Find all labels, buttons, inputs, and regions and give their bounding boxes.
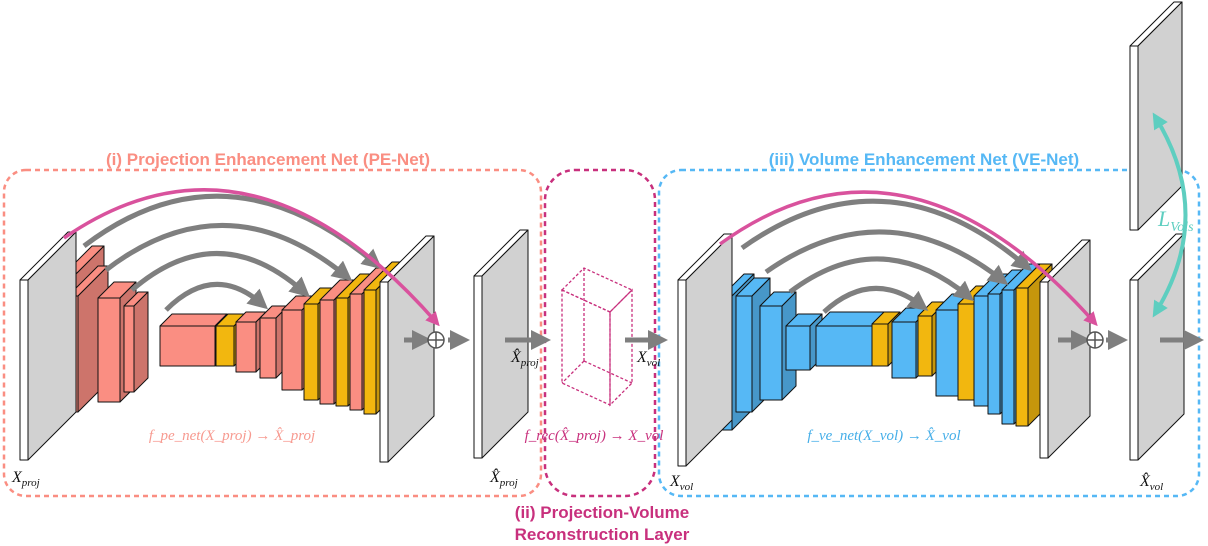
- recon-formula: f_rec(X̂_proj) → X_vol: [525, 428, 664, 444]
- xhat-proj-slab: [473, 229, 529, 459]
- ve-net-layer-8-front: [891, 321, 917, 379]
- pe-net-layers: [41, 245, 405, 415]
- ve-skip-1: [740, 198, 1033, 272]
- ve-long-skip: [718, 190, 1098, 327]
- ve-net-layer-12-front: [973, 295, 989, 407]
- ve-net-layer-11-front: [957, 303, 975, 401]
- ve-net-layer-13-front: [987, 293, 1001, 415]
- pe-output-slab: [379, 235, 435, 463]
- pe-skip-3: [130, 251, 310, 298]
- ve-add-icon: [1086, 331, 1104, 349]
- ve-skip-4: [822, 285, 929, 314]
- ve-output-slab-side: [1047, 239, 1091, 459]
- x-proj-slab: [19, 231, 77, 461]
- x-vol-slab-front: [677, 279, 687, 467]
- recon-layer-title-1: (ii) Projection-Volume: [515, 503, 689, 522]
- gt-volume-slab-front: [1129, 45, 1139, 231]
- reconstruction-volume-icon: [560, 267, 634, 407]
- pe-net-layer-14-front: [363, 289, 377, 415]
- pe-net-title: (i) Projection Enhancement Net (PE-Net): [106, 150, 430, 169]
- x-vol-slab: [677, 233, 733, 467]
- x-vol-label: Xvol: [669, 473, 693, 493]
- pe-net-layer-13-front: [349, 293, 363, 411]
- ve-net-layer-10-front: [935, 309, 959, 397]
- pe-net-layer-7-front: [235, 321, 257, 373]
- ve-output-slab: [1039, 239, 1091, 459]
- xhat-proj-slab-front: [473, 275, 483, 459]
- skip-connections: [63, 188, 1098, 327]
- ve-net-layer-4-front: [759, 305, 783, 401]
- x-proj-slab-side: [27, 231, 77, 461]
- x-vol-slab-side: [685, 233, 733, 467]
- xhat-vol-slab-side: [1137, 233, 1185, 461]
- xhat-vol-slab-front: [1129, 279, 1139, 461]
- pe-net-layer-9-front: [281, 309, 303, 391]
- ve-skip-3: [788, 256, 975, 302]
- recon-layer-title-2: Reconstruction Layer: [515, 525, 690, 544]
- ve-net-layer-5-front: [785, 325, 811, 371]
- pe-net-layer-11-front: [319, 299, 335, 405]
- x-vol-mid-label: Xvol: [636, 349, 660, 369]
- ve-output-slab-front: [1039, 281, 1049, 459]
- ve-net-layer-7-front: [871, 323, 889, 367]
- loss-label: LVols: [1157, 206, 1194, 235]
- pe-net-layer-4-side: [133, 291, 149, 393]
- ve-skip-2: [764, 229, 1009, 285]
- ve-formula: f_ve_net(X_vol) → X̂_vol: [807, 428, 960, 444]
- pe-net-layer-5-front: [159, 325, 216, 367]
- pe-net-layer-6-front: [215, 325, 235, 367]
- pe-net-layer-8-front: [259, 317, 277, 379]
- pe-skip-2: [104, 222, 353, 282]
- loss-arrow: [1152, 112, 1188, 318]
- pe-long-skip: [63, 188, 440, 327]
- x-proj-label: Xproj: [11, 469, 40, 489]
- xhat-proj-label: X̂proj: [489, 467, 518, 489]
- ve-net-layer-6-front: [815, 325, 873, 367]
- pe-skip-4: [164, 281, 269, 312]
- ve-net-layer-3-front: [735, 295, 753, 413]
- ve-net-title: (iii) Volume Enhancement Net (VE-Net): [769, 150, 1079, 169]
- pe-net-layer-4: [123, 291, 149, 393]
- pe-net-layer-10-front: [303, 303, 319, 401]
- xhat-vol-label: X̂vol: [1139, 471, 1163, 493]
- pe-add-icon: [427, 331, 445, 349]
- pe-net-layer-12-front: [335, 297, 349, 407]
- ve-net-layers: [699, 263, 1053, 431]
- x-proj-slab-front: [19, 279, 29, 461]
- ve-net-box: [657, 168, 1201, 498]
- ve-net-layer-15-front: [1015, 287, 1029, 427]
- recon-layer-box: [543, 168, 657, 498]
- xhat-proj-mid-label: X̂proj: [510, 347, 539, 369]
- ve-net-layer-4: [759, 291, 797, 401]
- pe-output-slab-front: [379, 281, 389, 463]
- pe-output-slab-side: [387, 235, 435, 463]
- pe-net-layer-4-front: [123, 305, 135, 393]
- ve-net-layer-9-front: [917, 315, 933, 377]
- gt-volume-slab: [1129, 1, 1183, 231]
- pe-net-layer-3-front: [97, 297, 121, 403]
- xhat-proj-slab-side: [481, 229, 529, 459]
- ve-net-layer-14-front: [1001, 289, 1015, 425]
- pe-formula: f_pe_net(X_proj) → X̂_proj: [149, 428, 315, 444]
